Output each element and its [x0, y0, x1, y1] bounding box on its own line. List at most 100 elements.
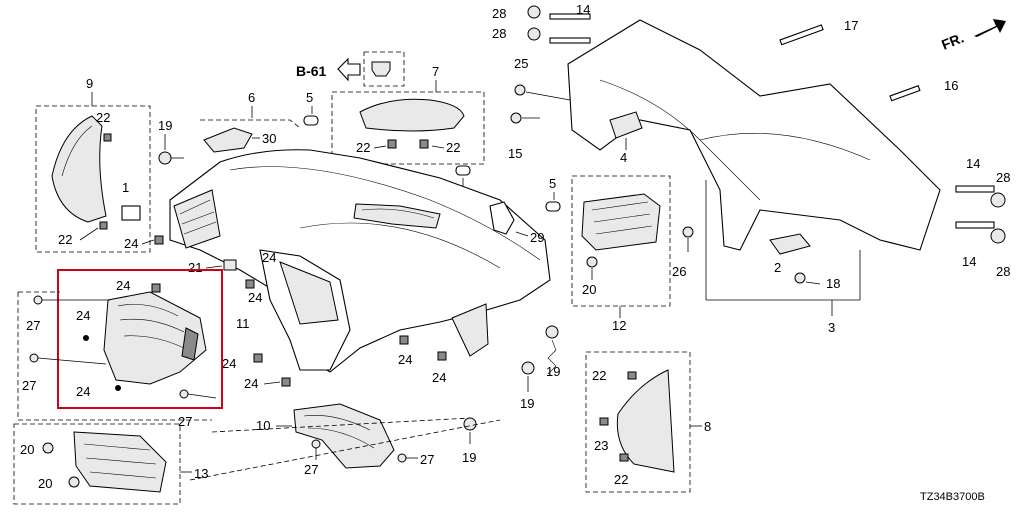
callout-19: 19	[520, 396, 534, 411]
callout-28: 28	[996, 170, 1010, 185]
clip-icon	[154, 235, 164, 245]
highlight-box	[57, 269, 223, 409]
dashboard-panel-part: 29	[169, 149, 551, 373]
clip-icon	[399, 335, 409, 345]
bolt-icon	[463, 417, 477, 431]
nut-icon	[990, 192, 1006, 208]
callout-14: 14	[576, 2, 590, 17]
callout-4: 4	[620, 150, 627, 165]
callout-27: 27	[26, 318, 40, 333]
bracket-part	[203, 127, 253, 153]
callout-24: 24	[124, 236, 138, 251]
clip-icon	[387, 139, 397, 149]
callout-17: 17	[844, 18, 858, 33]
callout-30: 30	[262, 131, 276, 146]
clip-icon	[281, 377, 291, 387]
clip-icon	[253, 353, 263, 363]
callout-22: 22	[96, 110, 110, 125]
clip-icon	[303, 115, 319, 126]
callout-24: 24	[222, 356, 236, 371]
b61-reference: B-61	[296, 51, 405, 87]
callout-3: 3	[828, 320, 835, 335]
bolt-icon	[549, 13, 591, 20]
bolt-icon	[521, 361, 535, 375]
front-direction-indicator: FR.	[939, 19, 1006, 53]
lower-bracket-part	[73, 431, 167, 493]
callout-2: 2	[774, 260, 781, 275]
screw-icon	[397, 453, 407, 463]
part-11-group: 24 24 24 11 27 27 27	[17, 269, 250, 429]
steering-hanger-part: 4 2 18 3	[567, 19, 941, 335]
clips-24: 24 24 24 24 24 24 24	[124, 235, 447, 391]
reference-arrow-icon	[337, 57, 361, 82]
callout-9: 9	[86, 76, 93, 91]
part-30-group: 30	[203, 127, 276, 153]
clip-icon	[103, 133, 112, 142]
callout-19: 19	[546, 364, 560, 379]
callout-14: 14	[966, 156, 980, 171]
callout-22: 22	[446, 140, 460, 155]
nut-icon	[990, 228, 1006, 244]
callout-15: 15	[508, 146, 522, 161]
upper-cover-part	[359, 98, 465, 132]
callout-24: 24	[116, 278, 130, 293]
callout-22: 22	[592, 368, 606, 383]
callout-28: 28	[492, 26, 506, 41]
callout-18: 18	[826, 276, 840, 291]
callout-19: 19	[158, 118, 172, 133]
callout-26: 26	[672, 264, 686, 279]
bracket-part	[489, 201, 515, 235]
bolt-icon	[955, 185, 995, 193]
bracket-part	[609, 111, 643, 139]
callout-24: 24	[244, 376, 258, 391]
callout-11: 11	[236, 316, 250, 331]
callout-25: 25	[514, 56, 528, 71]
callout-24: 24	[76, 308, 90, 323]
front-direction-label: FR.	[939, 29, 966, 52]
callout-19: 19	[462, 450, 476, 465]
bolt-icon	[158, 151, 172, 165]
screw-icon	[29, 353, 39, 363]
clip-icon	[599, 417, 609, 426]
callout-7: 7	[432, 64, 439, 79]
bolt-icon	[514, 84, 526, 96]
part-26-group: 26	[672, 226, 694, 279]
bolt-icon	[586, 256, 598, 268]
callout-29: 29	[530, 230, 544, 245]
callout-13: 13	[194, 466, 208, 481]
bolt-icon	[545, 325, 559, 339]
clip-icon	[419, 139, 429, 149]
label-sticker-part	[121, 205, 141, 221]
callout-20: 20	[38, 476, 52, 491]
part-19-lower: 19 19 19	[189, 325, 560, 481]
callout-14: 14	[962, 254, 976, 269]
callout-24: 24	[398, 352, 412, 367]
part-13-group: 20 20 13	[13, 423, 208, 505]
callout-12: 12	[612, 318, 626, 333]
part-9-group: 9 22 22 1	[35, 76, 151, 253]
clip-icon	[619, 453, 629, 462]
clip-icon	[455, 165, 471, 176]
callout-24: 24	[432, 370, 446, 385]
clip-icon	[99, 221, 108, 230]
callout-24: 24	[262, 250, 276, 265]
part-21-group: 21	[188, 259, 237, 275]
callout-27: 27	[420, 452, 434, 467]
front-arrow-icon	[974, 19, 1006, 37]
callout-16: 16	[944, 78, 958, 93]
callout-20: 20	[582, 282, 596, 297]
side-cover-left-part	[51, 115, 107, 223]
part-19-upper: 19	[158, 118, 184, 165]
callout-20: 20	[20, 442, 34, 457]
callout-23: 23	[594, 438, 608, 453]
diagram-code: TZ34B3700B	[920, 491, 985, 503]
callout-5: 5	[549, 176, 556, 191]
part-12-group: 20 12	[571, 175, 671, 333]
callout-22: 22	[58, 232, 72, 247]
nut-icon	[527, 27, 541, 41]
bolt-icon	[68, 476, 80, 488]
duct-part	[293, 403, 395, 469]
part-7-group: 7 22 22	[331, 64, 485, 165]
callout-24: 24	[76, 384, 90, 399]
